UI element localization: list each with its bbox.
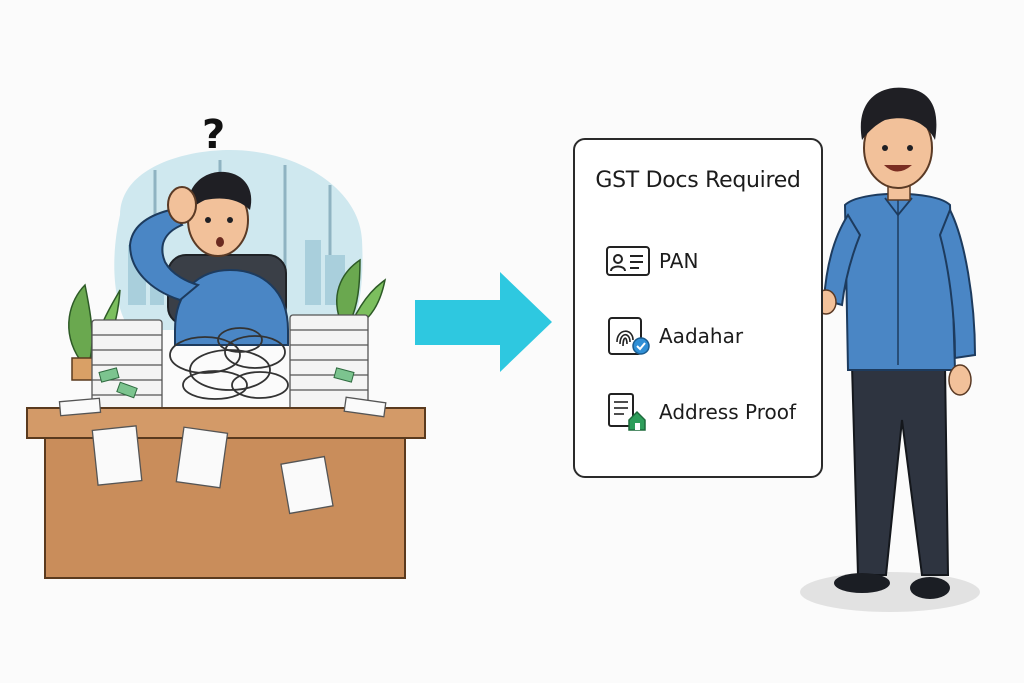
confused-person-scene: ? [26,112,426,579]
card-title: GST Docs Required [595,168,801,193]
money-notes [98,367,355,399]
tangled-paperwork [169,327,289,400]
confused-person-hair [187,171,252,212]
thought-question-mark: ? [202,112,225,158]
presenter-arm-right [938,207,977,360]
document-house-icon [608,393,646,431]
presenter-shirt [843,192,957,371]
paper-stack-left [91,319,163,413]
plant-left [68,283,121,381]
fingerprint-check-icon [608,317,650,355]
floor-shadow [800,572,980,612]
paper-stack-right [289,314,369,411]
doc-item-aadahar: Aadahar [605,316,743,356]
doc-label-address-proof: Address Proof [659,400,797,424]
presenter-legs [850,364,950,576]
presenter-hand-right [948,364,972,396]
id-card-icon [606,246,650,276]
right-arrow-icon [415,272,552,372]
presenter-hair [860,87,937,140]
hand-on-head [167,186,197,224]
doc-item-pan: PAN [605,241,698,281]
left-shoe [834,573,890,593]
gst-docs-card: GST Docs Required PAN Aadahar [573,138,823,478]
happy-presenter [800,87,980,612]
loose-papers [58,396,387,515]
doc-label-pan: PAN [659,249,699,273]
doc-item-address-proof: Address Proof [605,392,796,432]
right-shoe [910,577,950,599]
doc-label-aadahar: Aadahar [659,324,744,348]
